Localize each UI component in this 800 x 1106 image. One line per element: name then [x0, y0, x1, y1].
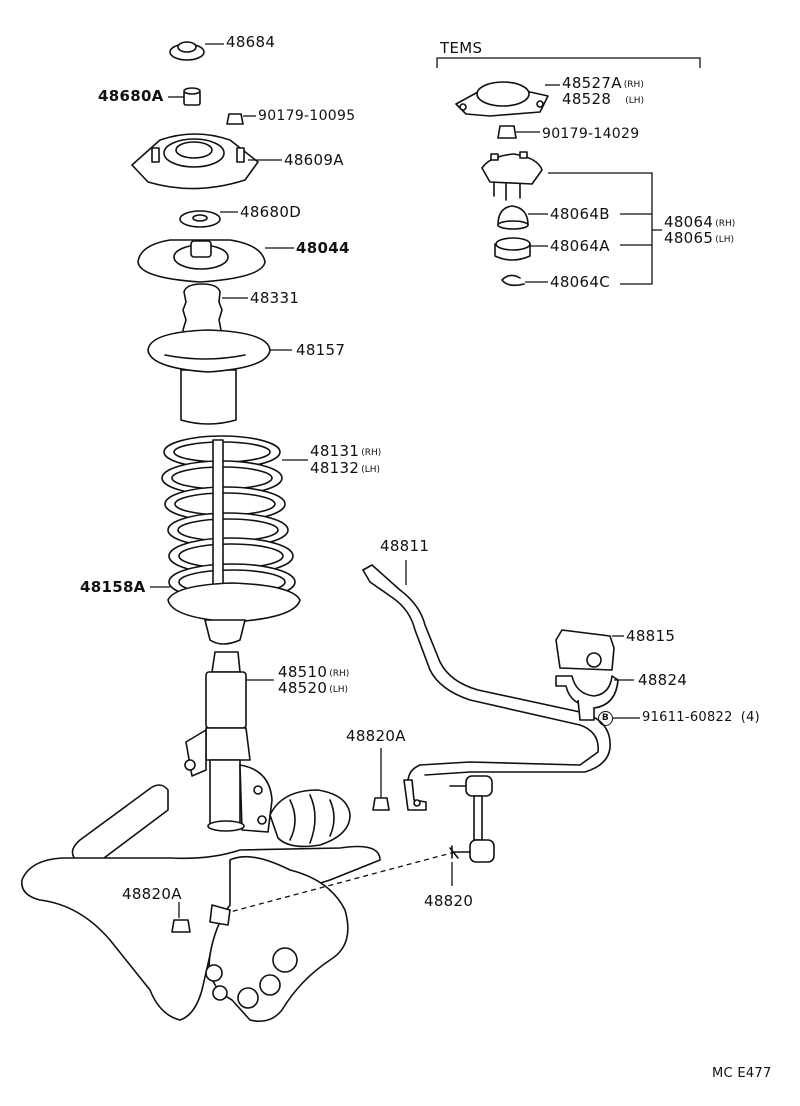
part-48680D-washer — [179, 210, 221, 228]
part-48820A-nut-lower — [171, 919, 191, 933]
tems-group-bracket — [548, 172, 653, 285]
part-48820A-nut-upper — [372, 797, 390, 811]
label-48680A: 48680A — [98, 87, 164, 105]
label-48520: 48520 — [278, 679, 328, 697]
label-48064A: 48064A — [550, 237, 610, 255]
label-48331: 48331 — [250, 289, 300, 307]
label-48824: 48824 — [638, 671, 688, 689]
part-48824-bracket — [555, 675, 619, 721]
label-48044: 48044 — [296, 239, 350, 257]
tems-group-ticks — [620, 213, 662, 246]
label-48157: 48157 — [296, 341, 346, 359]
label-48132-side: (LH) — [361, 465, 381, 475]
part-90179-10095-nut — [226, 113, 244, 125]
label-48528: 48528 — [562, 90, 612, 108]
label-48131: 48131 — [310, 442, 360, 460]
footer-code: MC E477 — [712, 1066, 772, 1081]
part-48064-housing — [481, 151, 543, 201]
label-48065-group: 48065(LH) — [664, 230, 734, 248]
part-48820-link — [449, 775, 495, 863]
part-48510-shock — [184, 651, 273, 833]
label-48132-group: 48132(LH) — [310, 460, 380, 478]
label-48064-group: 48064(RH) — [664, 214, 735, 232]
label-48131-group: 48131(RH) — [310, 443, 381, 461]
bolt-marker-b: B — [598, 711, 613, 726]
part-90179-14029-nut — [497, 125, 517, 139]
label-48064: 48064 — [664, 213, 714, 231]
label-90179-14029: 90179-14029 — [542, 126, 640, 142]
label-48064B: 48064B — [550, 205, 610, 223]
part-48609A-support — [131, 133, 259, 190]
label-48131-side: (RH) — [361, 448, 382, 458]
part-48064A-bushing — [494, 237, 531, 261]
label-91611-60822: 91611-60822 — [642, 710, 733, 725]
part-48527A-actuator — [455, 81, 549, 117]
label-48811: 48811 — [380, 537, 430, 555]
label-48065: 48065 — [664, 229, 714, 247]
label-48609A: 48609A — [284, 151, 344, 169]
label-90179-10095: 90179-10095 — [258, 108, 356, 124]
part-48815-bushing — [555, 629, 615, 671]
label-48680D: 48680D — [240, 203, 302, 221]
label-48527A-side: (RH) — [623, 80, 644, 90]
label-48527A: 48527A — [562, 74, 622, 92]
knuckle-assembly — [21, 784, 381, 1023]
part-48158A-seat — [167, 582, 301, 645]
reference-dashed-line — [229, 851, 456, 913]
label-48520-group: 48520(LH) — [278, 680, 348, 698]
tems-bracket — [436, 57, 701, 68]
part-48044-seat — [137, 239, 266, 283]
label-48132: 48132 — [310, 459, 360, 477]
label-48520-side: (LH) — [329, 685, 349, 695]
label-48527A-group: 48527A(RH) — [562, 75, 644, 93]
label-91611-qty: (4) — [740, 710, 761, 725]
leader-lines — [150, 43, 640, 918]
label-48528-group: 48528 (LH) — [562, 91, 644, 109]
label-48510-side: (RH) — [329, 669, 350, 679]
part-48684-cap — [169, 41, 205, 61]
label-48820A-lower: 48820A — [122, 885, 182, 903]
label-48158A: 48158A — [80, 578, 146, 596]
label-48064-side: (RH) — [715, 219, 736, 229]
part-48157-boot — [147, 329, 271, 425]
label-48684: 48684 — [226, 33, 276, 51]
part-48811-stabilizer-bar — [362, 564, 611, 811]
label-48064C: 48064C — [550, 273, 610, 291]
label-91611-group: B 91611-60822 (4) — [598, 710, 760, 726]
part-48064C-ring — [501, 274, 525, 287]
section-header-tems: TEMS — [440, 39, 483, 57]
label-48510-group: 48510(RH) — [278, 664, 349, 682]
label-48528-side: (LH) — [625, 96, 645, 106]
part-48680A-nut — [183, 87, 201, 106]
label-48820A-upper: 48820A — [346, 727, 406, 745]
label-48065-side: (LH) — [715, 235, 735, 245]
part-48064B-insulator — [497, 205, 529, 230]
label-48820: 48820 — [424, 892, 474, 910]
label-48510: 48510 — [278, 663, 328, 681]
label-48815: 48815 — [626, 627, 676, 645]
